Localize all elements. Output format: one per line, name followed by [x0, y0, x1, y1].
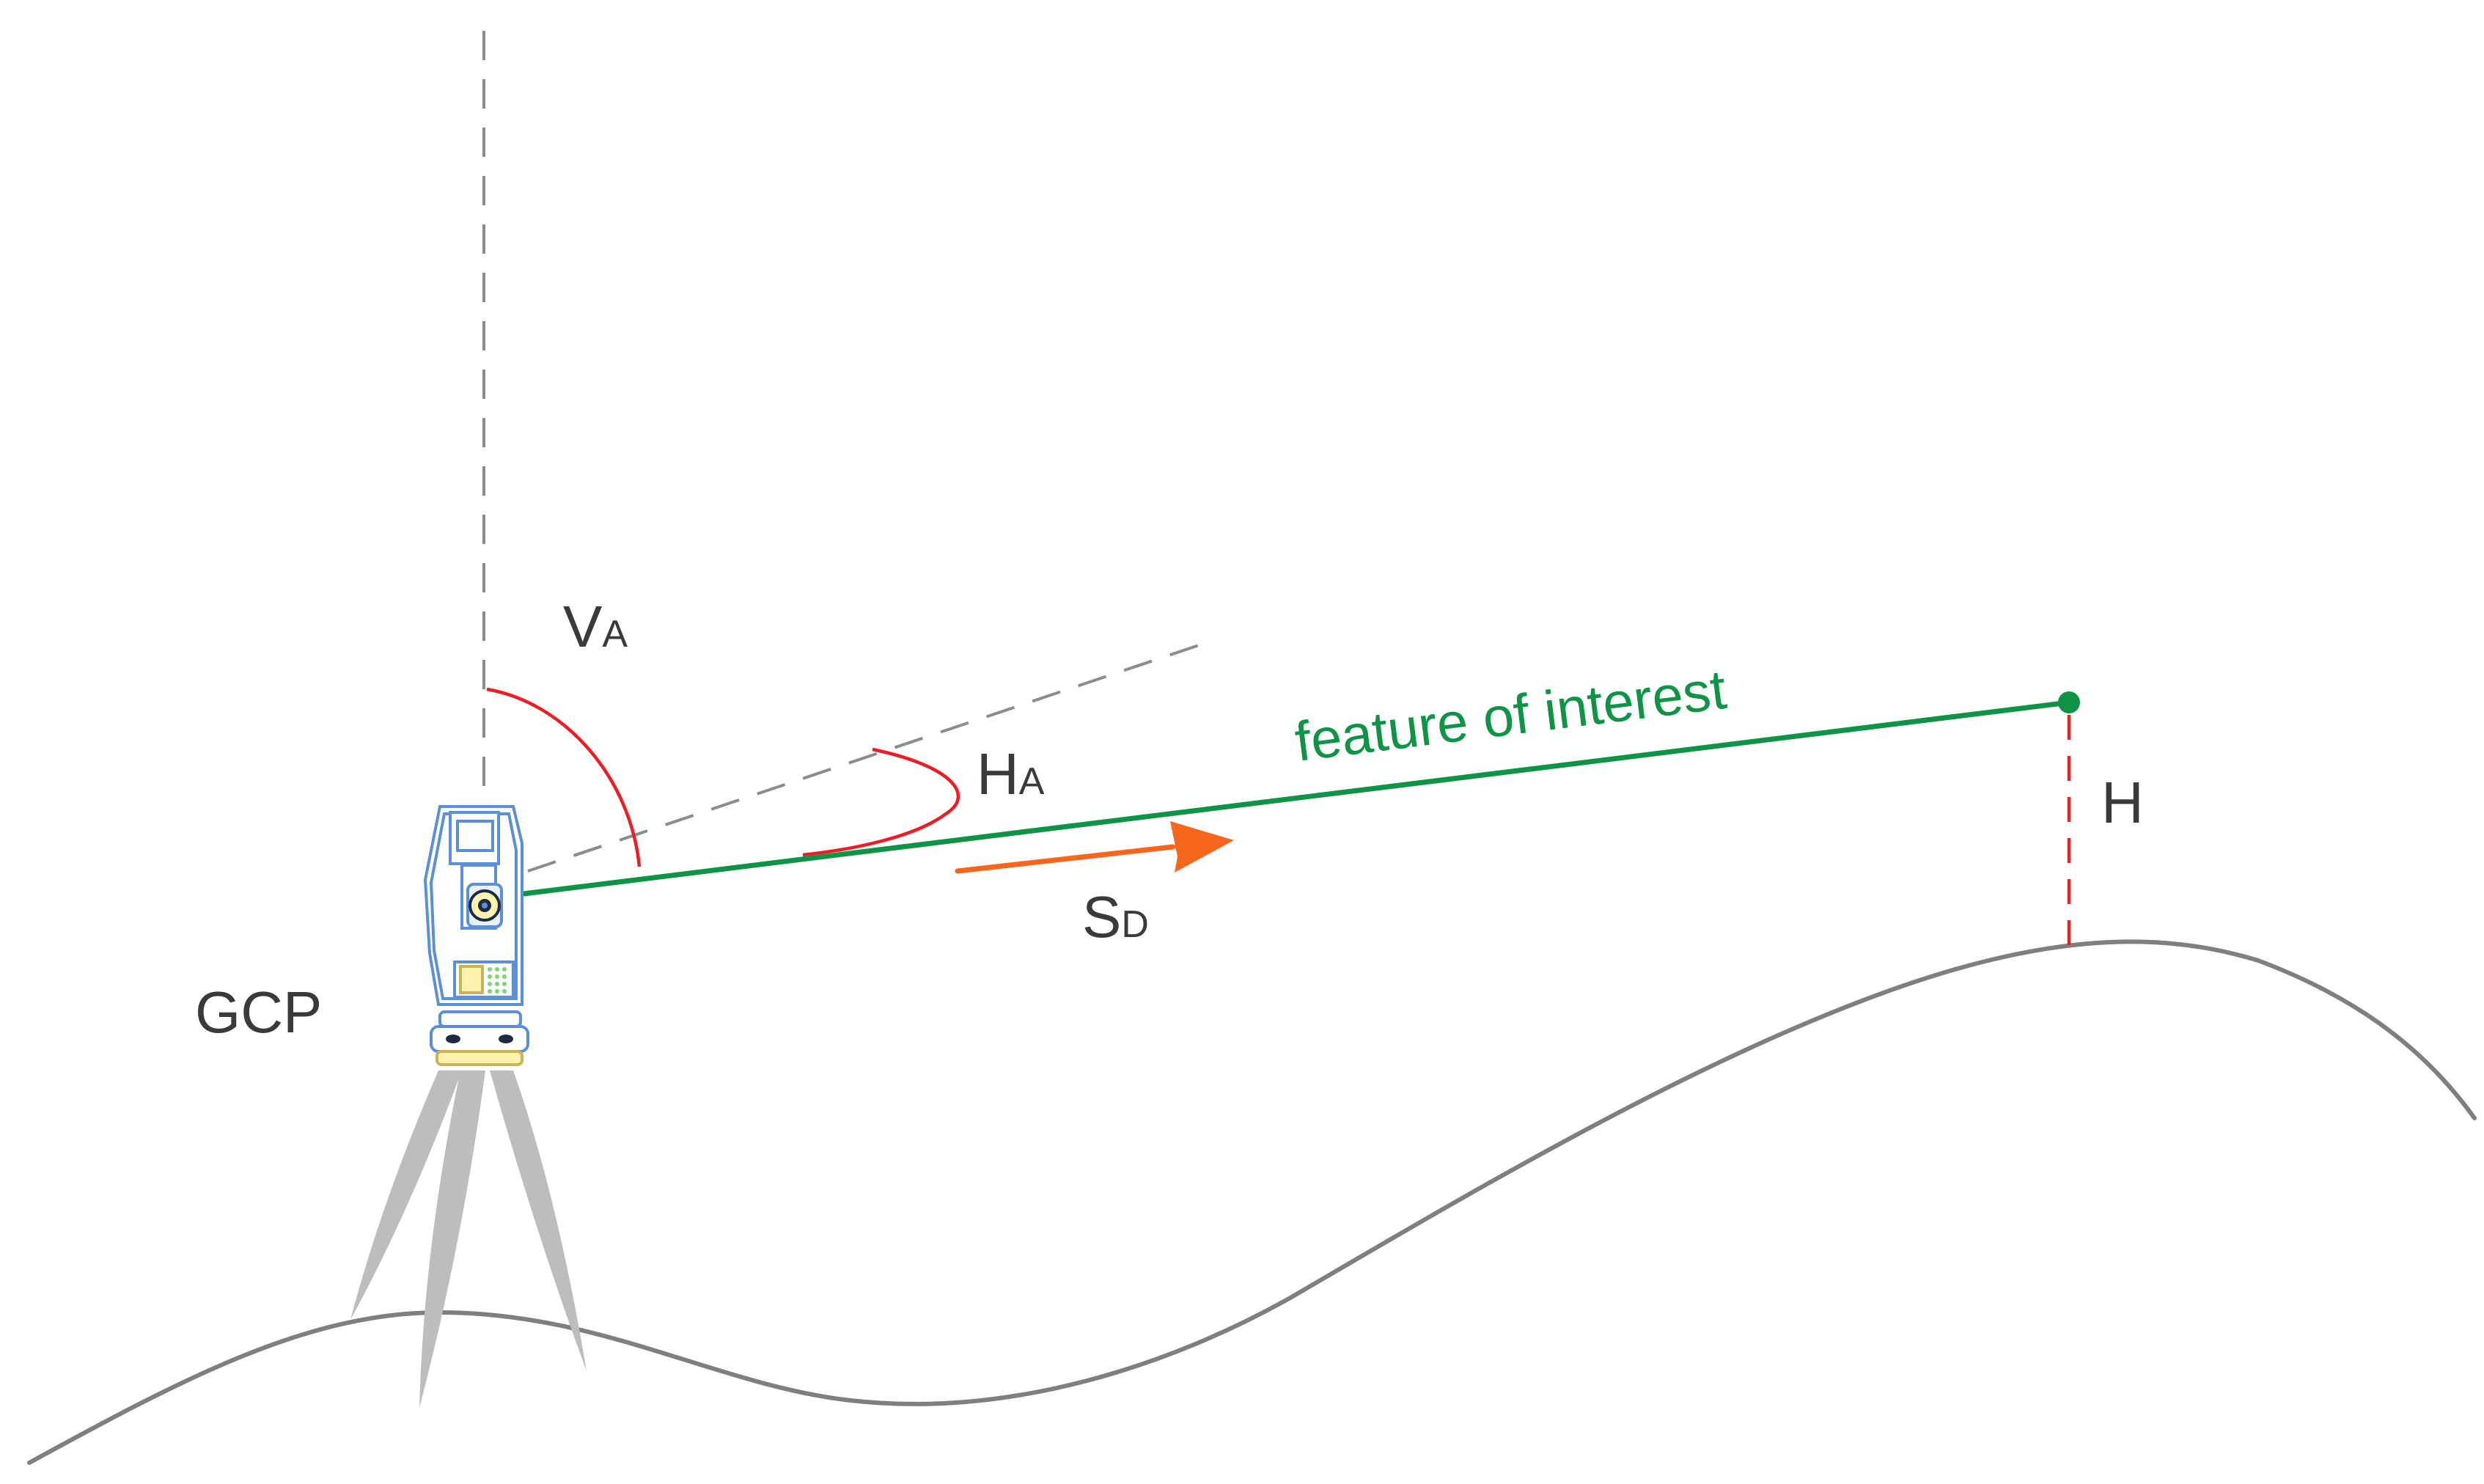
horizontal-angle-label: HA — [977, 741, 1045, 807]
total-station-icon — [423, 805, 529, 1066]
vertical-angle-label: VA — [563, 594, 628, 659]
slope-distance-arrow — [955, 821, 1234, 874]
tripod-icon — [350, 1070, 587, 1408]
line-of-sight — [503, 699, 2072, 899]
slope-distance-label: SD — [1082, 884, 1149, 949]
horizontal-angle-arc — [802, 747, 960, 857]
gcp-label: GCP — [195, 980, 322, 1045]
height-label: H — [2101, 770, 2144, 835]
target-point-icon — [2058, 691, 2080, 713]
horizontal-reference-line — [527, 640, 1210, 873]
feature-of-interest-label: feature of interest — [1292, 658, 1730, 774]
vertical-angle-arc — [486, 687, 642, 867]
